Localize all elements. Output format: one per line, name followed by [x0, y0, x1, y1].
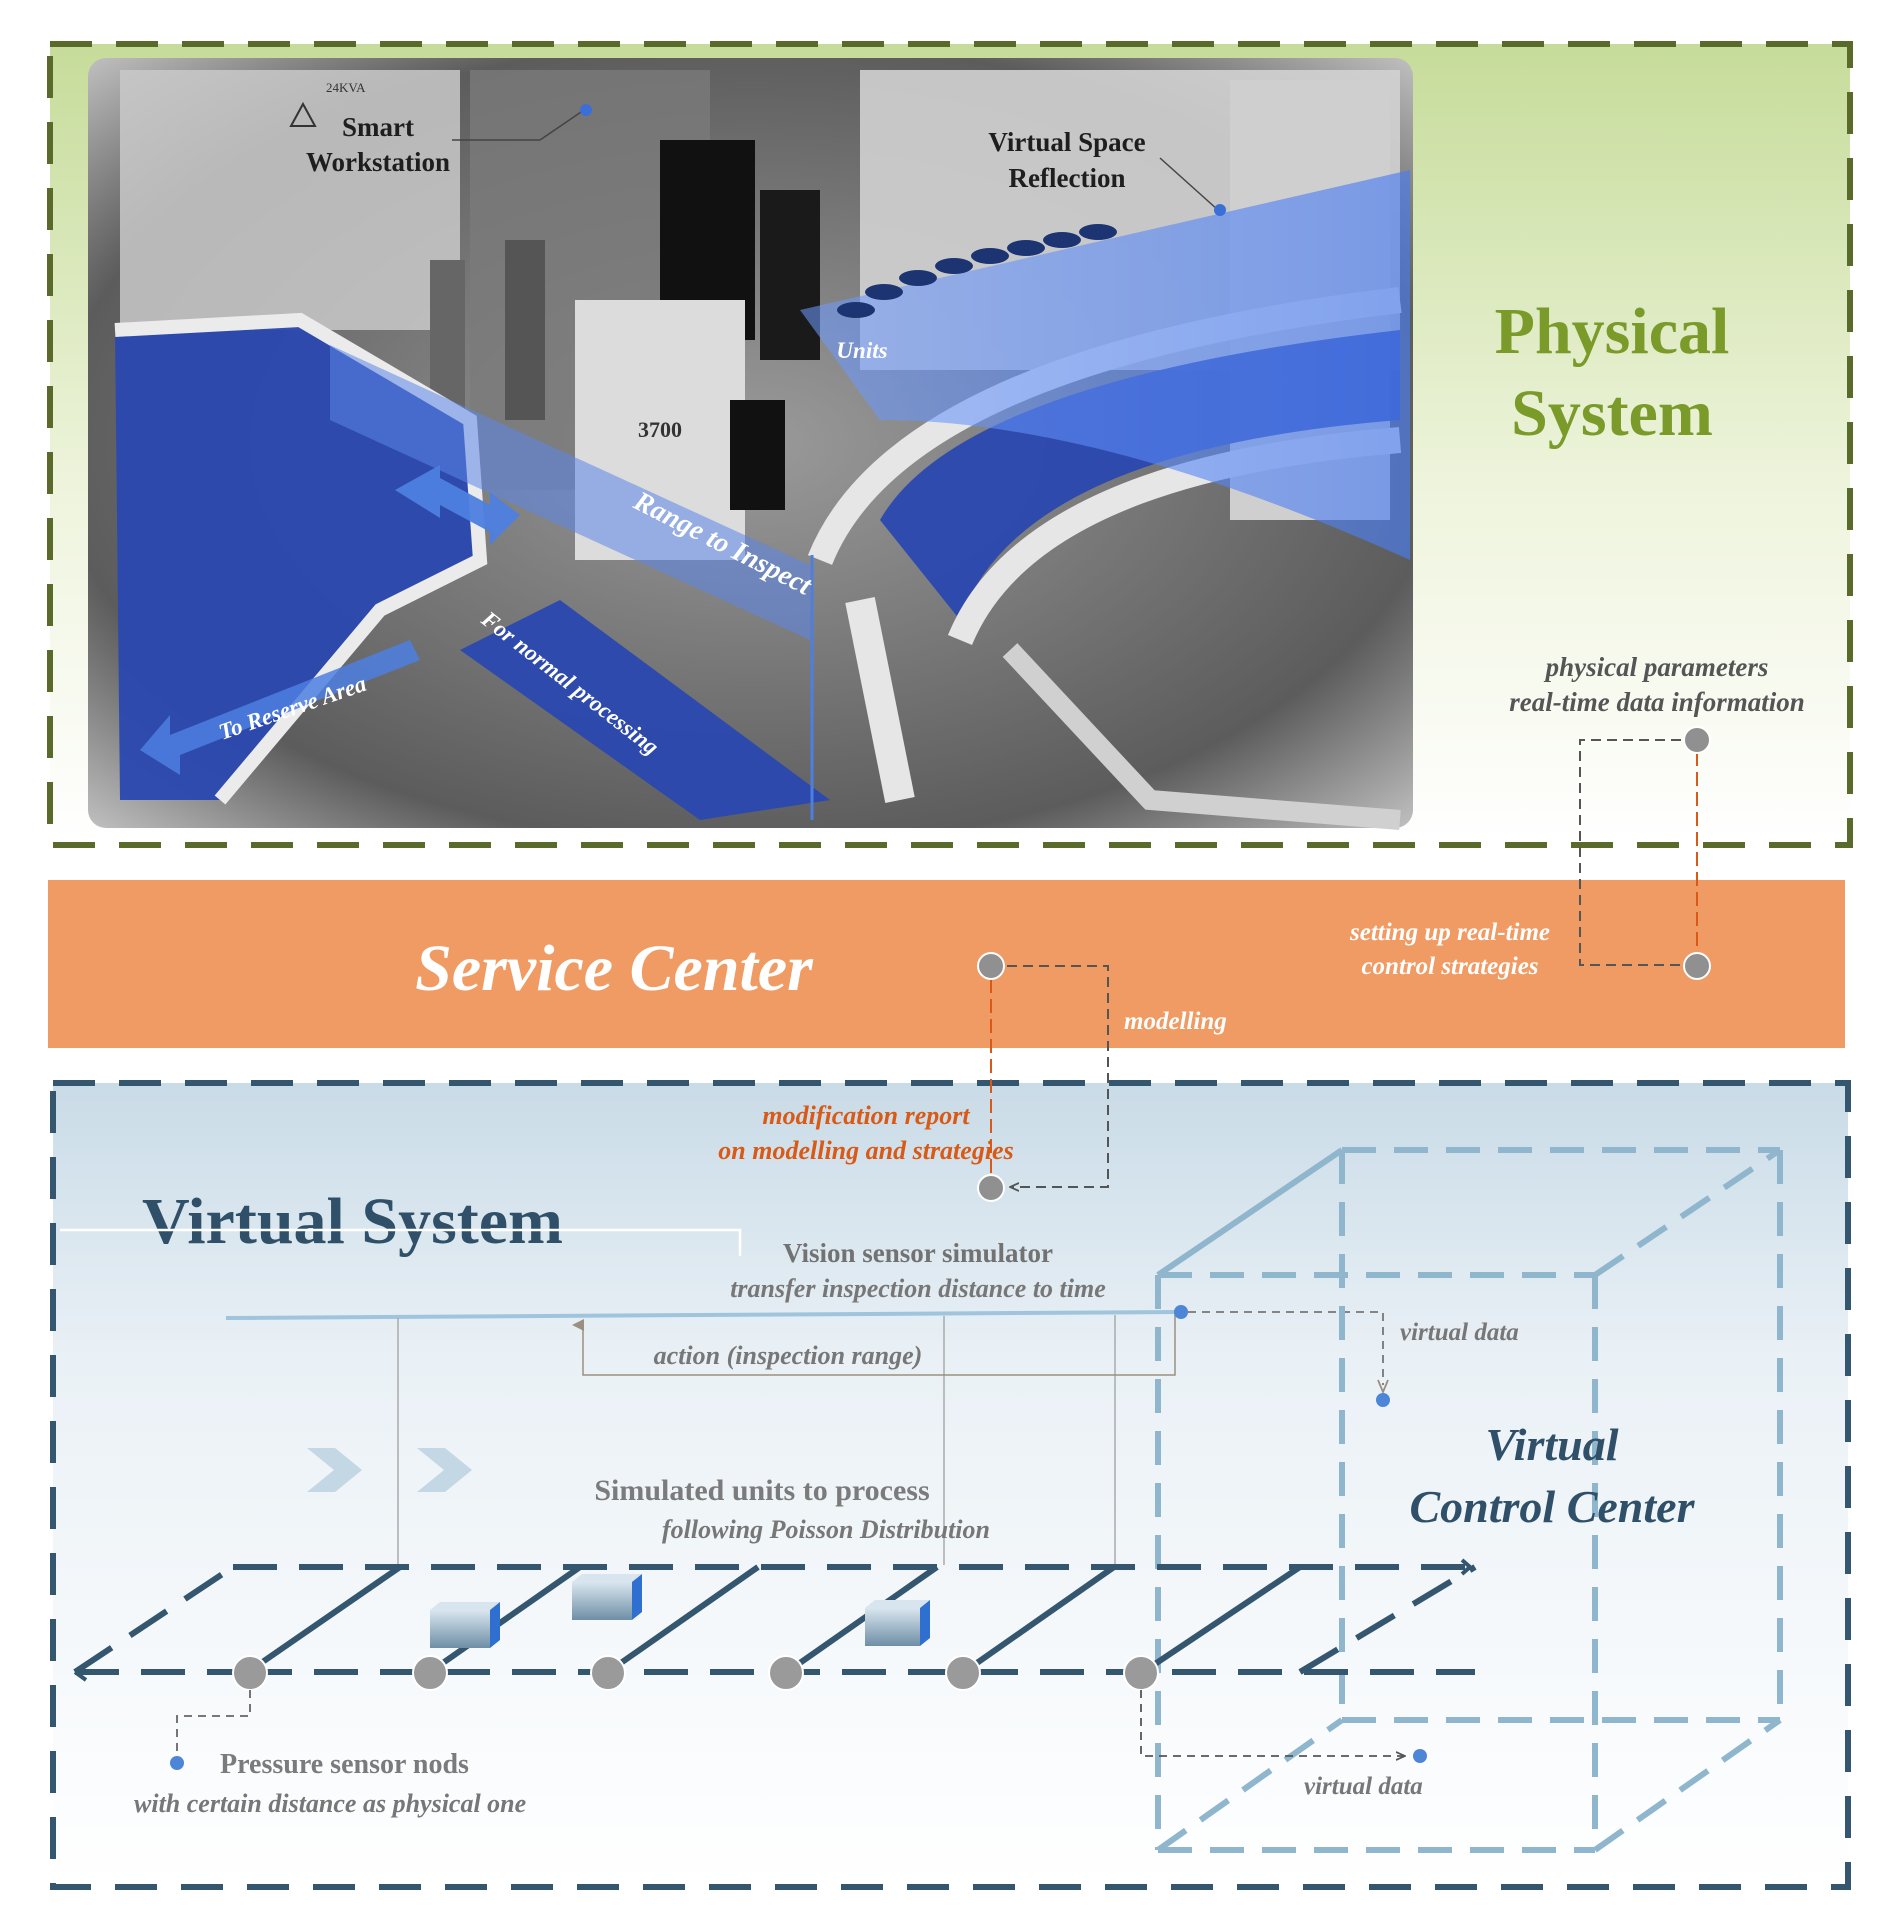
node-physical-params: [1683, 726, 1711, 754]
physical-params-line1: physical parameters: [1544, 652, 1769, 682]
simulated-unit-box: [865, 1600, 930, 1646]
chevron-icon: [417, 1448, 472, 1492]
service-center-band: [48, 880, 1845, 1048]
physical-system-section: 24KVA Smart Workstation Virtual Space Re…: [47, 41, 1853, 848]
simulated-unit-box: [430, 1602, 500, 1648]
virtual-data-target-dot-top: [1376, 1393, 1390, 1407]
action-label: action (inspection range): [654, 1341, 923, 1370]
virtual-data-bottom-label: virtual data: [1304, 1773, 1423, 1800]
node-modification-report: [977, 1174, 1005, 1202]
virtual-data-target-dot-bottom: [1413, 1749, 1427, 1763]
pressure-sensor-line1: Pressure sensor nods: [220, 1749, 469, 1780]
pressure-sensor-node: [768, 1655, 804, 1691]
label-smart-workstation-2: Workstation: [306, 147, 450, 177]
vcc-title-line1: Virtual: [1486, 1419, 1619, 1470]
virtual-system-section: Virtual System modification report on mo…: [50, 952, 1851, 1890]
vision-sensor-line1: Vision sensor simulator: [783, 1238, 1053, 1268]
label-kva: 24KVA: [326, 80, 366, 95]
service-strategies-line2: control strategies: [1361, 953, 1538, 980]
physical-system-title-line2: System: [1511, 377, 1713, 450]
physical-system-title-line1: Physical: [1495, 295, 1730, 368]
vision-sensor-beam: [225, 1310, 1181, 1320]
chevron-icon: [307, 1448, 362, 1492]
pressure-sensor-node: [945, 1655, 981, 1691]
pressure-sensor-line2: with certain distance as physical one: [134, 1789, 526, 1818]
pressure-sensor-nodes: [232, 1655, 1159, 1691]
service-center-title: Service Center: [415, 932, 814, 1005]
service-strategies-line1: setting up real-time: [1349, 919, 1550, 946]
pressure-legend-dot: [170, 1756, 184, 1770]
simulated-units-line2: following Poisson Distribution: [662, 1515, 990, 1544]
flow-chevrons: [307, 1448, 472, 1492]
label-virtual-space-2: Reflection: [1009, 163, 1126, 193]
virtual-control-center-cube: [1155, 1147, 1783, 1853]
modification-report-line1: modification report: [762, 1101, 970, 1130]
service-center-section: Service Center setting up real-time cont…: [48, 880, 1845, 1048]
virtual-system-title: Virtual System: [142, 1185, 563, 1258]
virtual-data-source-dot: [1174, 1305, 1188, 1319]
label-machine-number: 3700: [638, 417, 682, 442]
pressure-sensor-node: [590, 1655, 626, 1691]
vcc-title-line2: Control Center: [1409, 1481, 1695, 1532]
pressure-sensor-node: [1123, 1655, 1159, 1691]
vision-sensor-line2: transfer inspection distance to time: [730, 1274, 1106, 1303]
pressure-sensor-node: [232, 1655, 268, 1691]
virtual-data-top-label: virtual data: [1400, 1319, 1519, 1346]
node-strategies: [1683, 952, 1711, 980]
label-units: Units: [836, 338, 887, 363]
pressure-sensor-node: [412, 1655, 448, 1691]
physical-params-line2: real-time data information: [1509, 687, 1805, 717]
label-smart-workstation-1: Smart: [342, 112, 414, 142]
modification-report-line2: on modelling and strategies: [718, 1136, 1013, 1165]
simulated-units-line1: Simulated units to process: [594, 1474, 929, 1507]
simulated-conveyor: [73, 1558, 1477, 1682]
label-virtual-space-1: Virtual Space: [988, 127, 1145, 157]
physical-service-connectors: [1579, 726, 1711, 980]
service-modelling-label: modelling: [1124, 1008, 1227, 1035]
simulated-unit-box: [572, 1574, 642, 1620]
factory-photo: 24KVA Smart Workstation Virtual Space Re…: [88, 58, 1413, 830]
virtual-system-frame: [50, 1080, 1851, 1890]
node-service-modelling: [977, 952, 1005, 980]
